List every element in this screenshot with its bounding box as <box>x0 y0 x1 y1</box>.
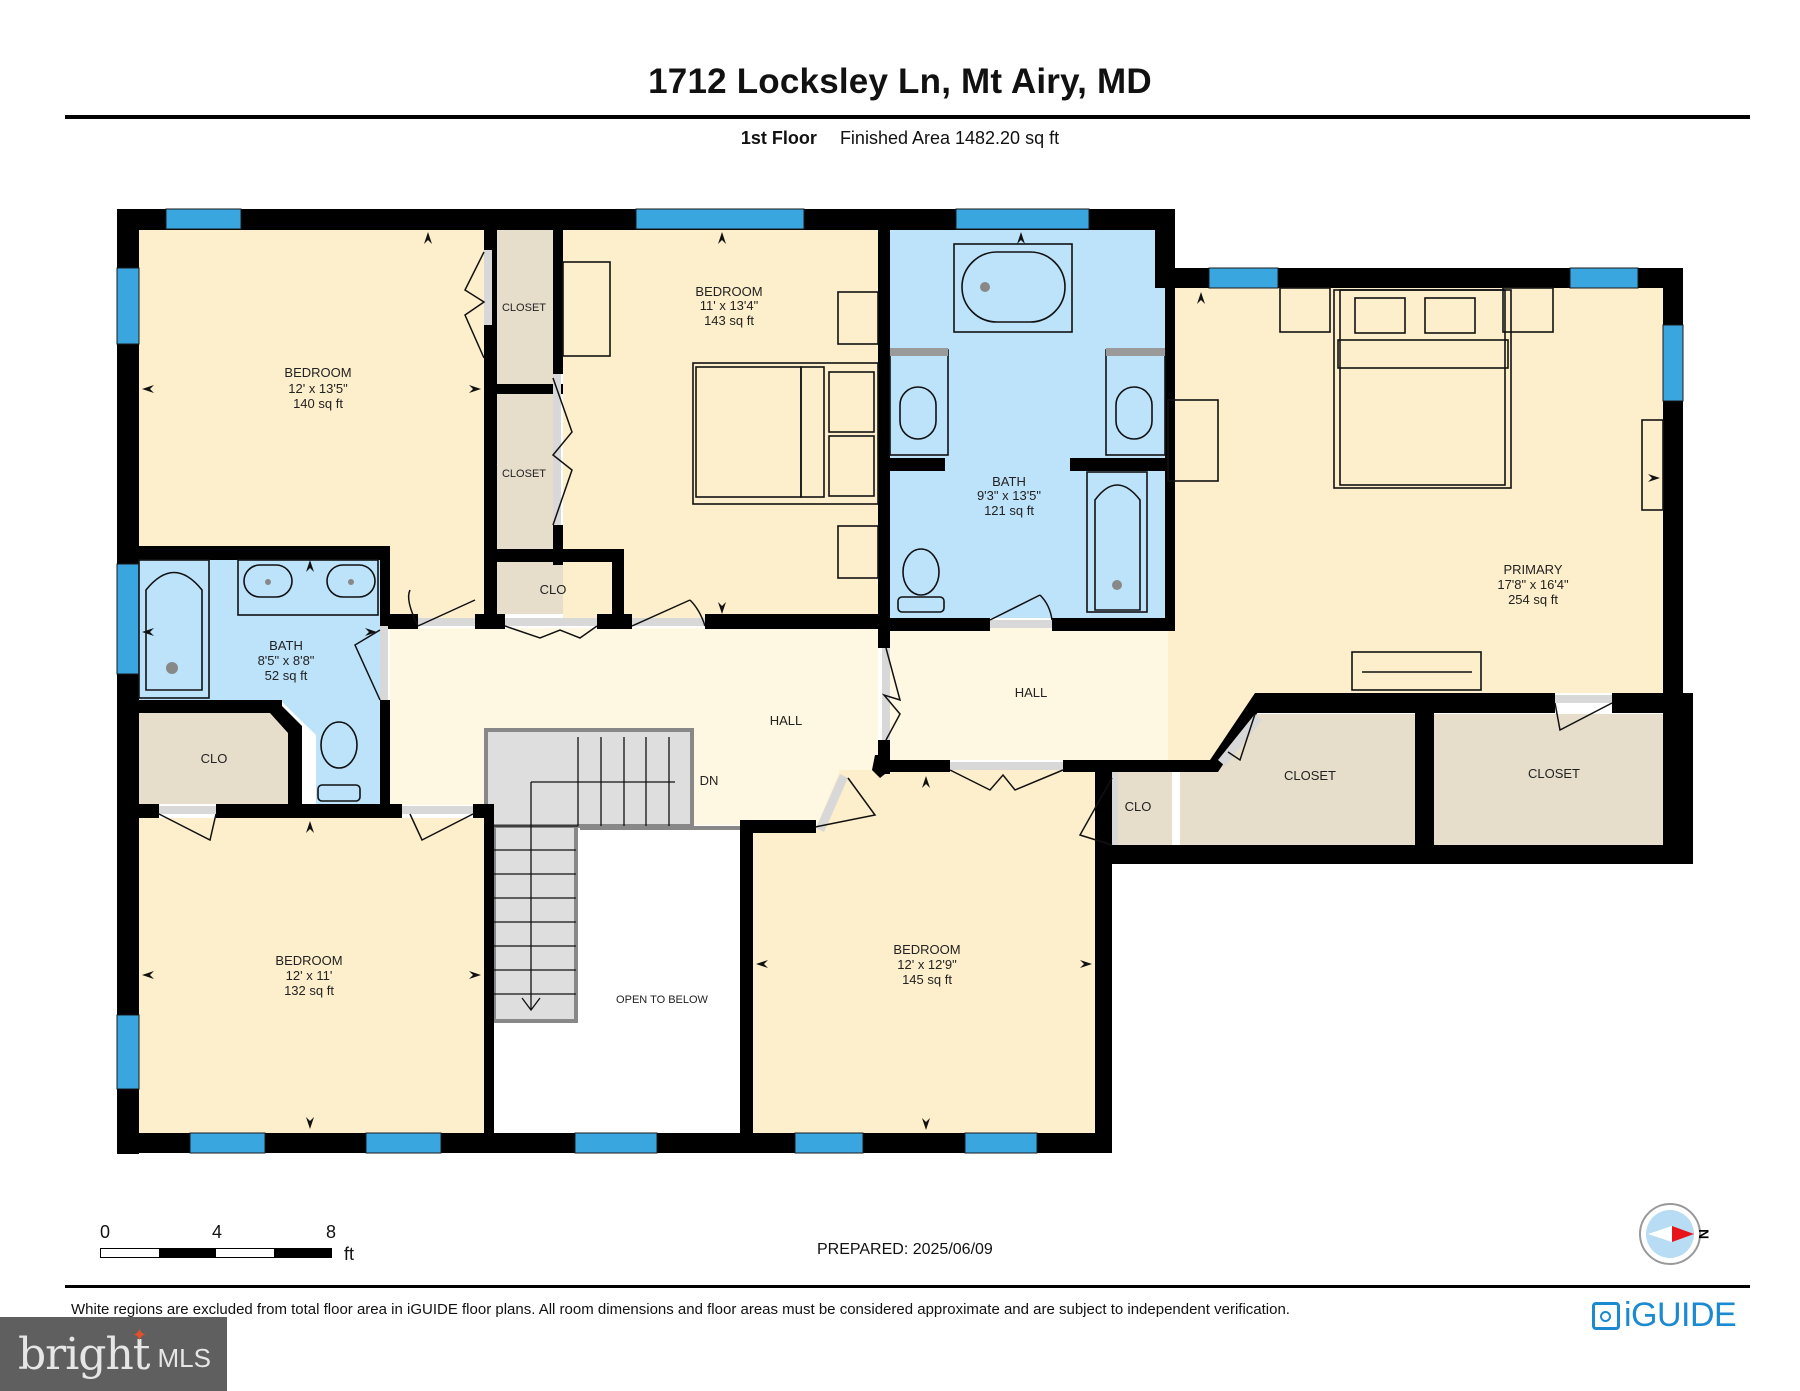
room-dims: 12' x 13'5" <box>288 381 348 396</box>
header-divider <box>65 115 1750 119</box>
scale-tick: 0 <box>100 1222 111 1242</box>
star-icon: ✦ <box>132 1325 148 1345</box>
scale-bar-graphic <box>100 1248 332 1258</box>
floor-plan: BEDROOM 12' x 13'5" 140 sq ft BEDROOM 11… <box>116 208 1693 1154</box>
room-name: CLO <box>540 582 567 597</box>
room-area: 121 sq ft <box>984 503 1034 518</box>
room-name: BATH <box>992 474 1026 489</box>
room-name: OPEN TO BELOW <box>616 994 709 1006</box>
room-dims: 9'3" x 13'5" <box>977 488 1041 503</box>
finished-area: Finished Area 1482.20 sq ft <box>839 128 1060 148</box>
scale-bar: 0 4 8 ft <box>100 1222 354 1264</box>
bright-mls-watermark: bright ✦ MLS <box>0 1317 227 1391</box>
floor-info: 1st Floor Finished Area 1482.20 sq ft <box>0 128 1800 149</box>
floor-label: 1st Floor <box>740 128 817 148</box>
room-name: CLOSET <box>1528 766 1580 781</box>
room-labels: BEDROOM 12' x 13'5" 140 sq ft BEDROOM 11… <box>201 284 1580 1006</box>
page-title: 1712 Locksley Ln, Mt Airy, MD <box>648 62 1152 101</box>
room-name: HALL <box>1015 685 1048 700</box>
room-dims: 8'5" x 8'8" <box>258 653 315 668</box>
windows <box>116 208 1684 1154</box>
desk <box>562 261 611 357</box>
footer-divider <box>65 1285 1750 1288</box>
iguide-camera-icon <box>1592 1301 1620 1330</box>
scale-tick: 8 <box>326 1222 337 1242</box>
room-area: 145 sq ft <box>902 972 952 987</box>
room-area: 132 sq ft <box>284 983 334 998</box>
room-dims: 12' x 11' <box>286 968 333 983</box>
furniture <box>138 243 1664 802</box>
door-swings <box>158 251 1613 846</box>
room-name: BEDROOM <box>893 942 960 957</box>
room-dims: 11' x 13'4" <box>700 298 759 313</box>
room-name: BEDROOM <box>284 365 351 380</box>
watermark-main: bright <box>18 1328 150 1380</box>
compass-label: N <box>1696 1229 1712 1239</box>
room-name: BEDROOM <box>275 953 342 968</box>
watermark-sub: MLS <box>157 1342 211 1373</box>
room-dims: 12' x 12'9" <box>897 957 957 972</box>
stairs-label: DN <box>700 773 719 788</box>
room-fills <box>139 229 1676 1133</box>
room-name: PRIMARY <box>1504 562 1563 577</box>
room-name: BATH <box>269 638 303 653</box>
north-compass-icon: N <box>1639 1203 1712 1265</box>
room-name: CLOSET <box>1284 768 1336 783</box>
room-area: 52 sq ft <box>265 668 308 683</box>
room-name: CLOSET <box>502 302 546 314</box>
room-dims: 17'8" x 16'4" <box>1497 577 1569 592</box>
disclaimer-text: White regions are excluded from total fl… <box>71 1301 1290 1318</box>
room-area: 254 sq ft <box>1508 592 1558 607</box>
room-name: CLOSET <box>502 468 546 480</box>
prepared-date: PREPARED: 2025/06/09 <box>817 1241 993 1258</box>
room-name: CLO <box>1125 799 1152 814</box>
room-name: HALL <box>770 713 803 728</box>
iguide-logo: iGUIDE <box>1592 1296 1737 1335</box>
bed <box>692 362 879 505</box>
room-name: CLO <box>201 751 228 766</box>
staircase <box>484 728 744 1023</box>
dimension-arrows <box>142 232 1660 1130</box>
scale-unit: ft <box>344 1244 355 1264</box>
room-name: BEDROOM <box>695 284 762 299</box>
room-area: 143 sq ft <box>704 313 754 328</box>
scale-tick: 4 <box>212 1222 223 1242</box>
room-area: 140 sq ft <box>293 396 343 411</box>
iguide-brand: iGUIDE <box>1624 1296 1737 1334</box>
